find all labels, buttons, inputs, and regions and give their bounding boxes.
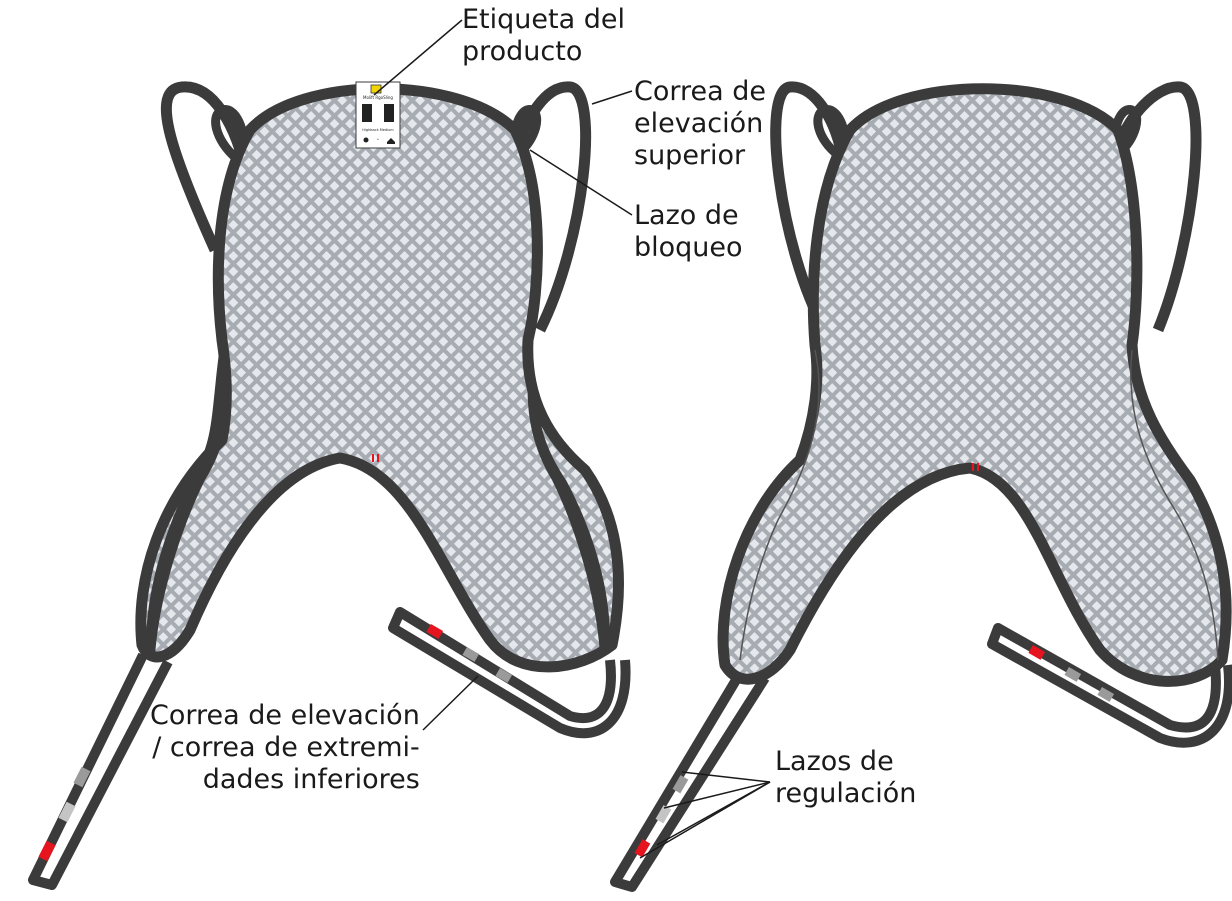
right-sling-center-marker (972, 463, 974, 471)
callout-leg-strap: Correa de elevación / correa de extremi-… (150, 700, 420, 796)
tag-subtitle: Highback Medium (362, 128, 394, 132)
left-sling-center-marker (377, 454, 379, 462)
callout-upper-strap: Correa de elevación superior (634, 76, 766, 172)
callout-product-label: Etiqueta del producto (462, 4, 625, 68)
callout-adjust-loops: Lazos de regulación (775, 746, 916, 810)
left-sling-leg-strap-left (33, 655, 168, 885)
left-sling-center-marker (372, 454, 374, 462)
tag-temp-icon: ⁺ (377, 138, 380, 144)
tag-logo-icon (371, 85, 381, 93)
tag-wash-icon (364, 138, 369, 143)
leader-leg-strap (423, 676, 478, 730)
callout-lock-loop: Lazo de bloqueo (634, 200, 743, 264)
left-sling-body (141, 89, 619, 667)
right-sling-body (723, 89, 1226, 682)
leader-product-label (374, 20, 462, 95)
right-sling-center-marker (977, 463, 979, 471)
leader-upper-strap (592, 91, 632, 104)
tag-title: Molift RgoSling (363, 95, 393, 100)
